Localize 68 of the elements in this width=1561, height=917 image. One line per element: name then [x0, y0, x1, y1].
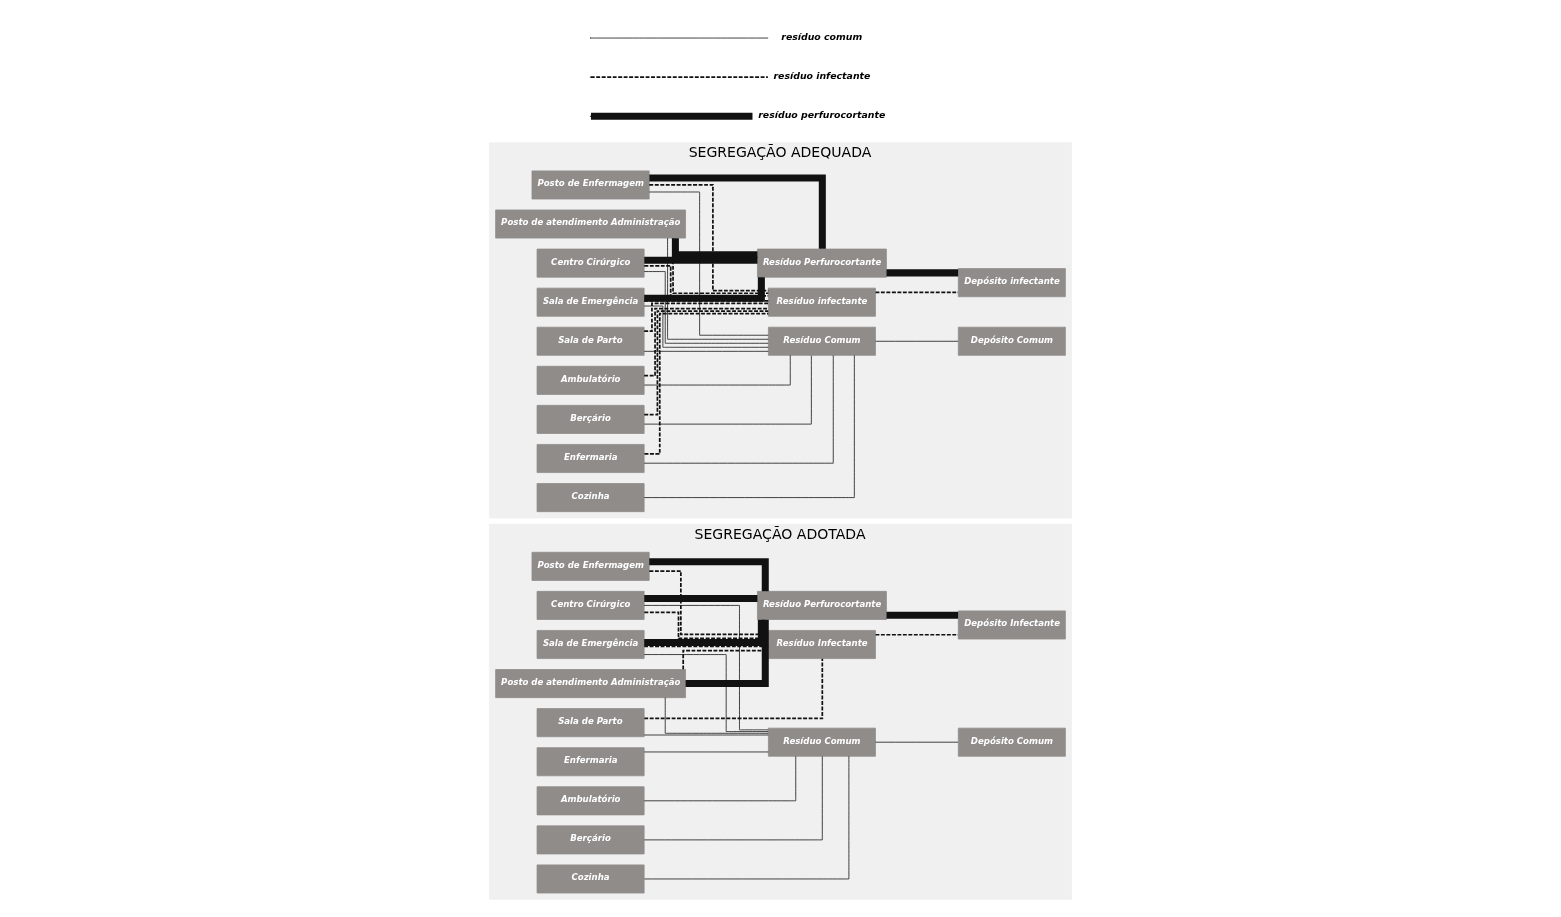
connector: [643, 605, 769, 731]
node-box: Berçário: [536, 404, 645, 434]
connector: [644, 755, 850, 880]
legend-label: resíduo comum: [781, 30, 863, 42]
node-box: Sala de Parto: [536, 326, 645, 356]
node-box: Resíduo Perfurocortante: [757, 590, 887, 620]
connector: [643, 654, 769, 732]
legend-label: resíduo perfurocortante: [758, 108, 886, 120]
connector: [643, 355, 834, 464]
node-box: Resíduo Comum: [768, 727, 876, 757]
node-box: Posto de Enfermagem: [531, 170, 650, 200]
node-box: Sala de Emergência: [536, 630, 645, 659]
connector: [643, 355, 855, 498]
connector: [643, 734, 769, 736]
node-box: Ambulatório: [536, 365, 645, 395]
connector: [874, 633, 959, 636]
connector: [643, 350, 769, 352]
connector: [875, 340, 959, 342]
node-box: Sala de Parto: [536, 708, 645, 738]
connector: [643, 611, 770, 640]
node-box: Enfermaria: [536, 444, 645, 473]
node-box: Sala de Emergência: [536, 287, 645, 317]
node-box: Posto de Enfermagem: [531, 551, 650, 581]
connector: [685, 619, 769, 688]
connector: [649, 174, 826, 249]
node-box: Depósito Infectante: [957, 610, 1066, 640]
node-box: Resíduo Perfurocortante: [757, 248, 887, 278]
connector: [643, 310, 770, 416]
connector: [643, 756, 823, 841]
connector: [643, 307, 770, 377]
connector: [643, 302, 770, 333]
node-box: Centro Cirúrgico: [536, 590, 645, 620]
connector: [886, 269, 959, 277]
node-box: Resíduo Comum: [768, 326, 876, 356]
connector: [648, 191, 769, 336]
connector: [874, 291, 959, 294]
node-box: Posto de atendimento Administração: [495, 669, 686, 699]
connector: [664, 697, 769, 734]
connector: [644, 594, 758, 602]
connector: [643, 305, 769, 348]
node-box: Cozinha: [536, 864, 645, 894]
node-box: Centro Cirúrgico: [536, 248, 645, 278]
connector: [643, 271, 769, 344]
connector: [643, 657, 824, 720]
node-box: Cozinha: [536, 483, 645, 513]
node-box: Posto de atendimento Administração: [495, 209, 686, 239]
node-box: Depósito infectante: [957, 268, 1066, 298]
connector: [643, 312, 770, 455]
connector: [644, 256, 758, 264]
node-box: Enfermaria: [536, 747, 645, 777]
node-box: Ambulatório: [536, 786, 645, 816]
node-box: Depósito Comum: [957, 727, 1066, 757]
connector: [672, 237, 770, 295]
node-box: Resíduo infectante: [768, 287, 876, 317]
connector: [643, 645, 770, 648]
connector: [649, 558, 769, 592]
connector: [643, 354, 791, 386]
connector: [671, 238, 758, 259]
node-box: Berçário: [536, 825, 645, 855]
connector: [644, 619, 765, 646]
connector: [667, 237, 769, 340]
connector: [643, 355, 812, 425]
connector: [643, 756, 797, 802]
node-box: Depósito Comum: [957, 326, 1066, 356]
connector: [886, 611, 959, 619]
connector: [644, 277, 765, 302]
node-box: Resíduo Infectante: [768, 630, 876, 659]
legend-label: resíduo infectante: [773, 69, 871, 81]
